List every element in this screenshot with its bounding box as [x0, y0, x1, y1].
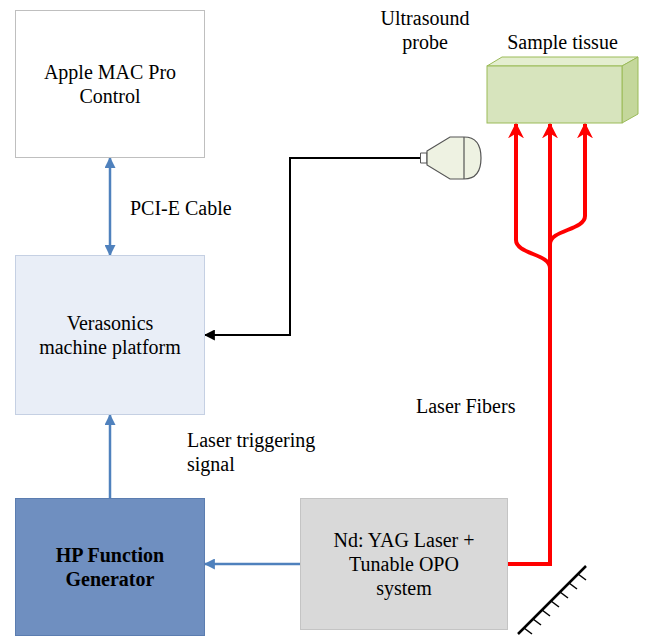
mirror-hatch — [542, 610, 550, 616]
mirror-hatch — [578, 574, 586, 580]
node-text: Nd: YAG Laser + Tunable OPO system — [325, 528, 483, 600]
function-generator-box: HP Function Generator — [15, 498, 205, 636]
signal-label: Laser triggering signal — [185, 428, 349, 476]
node-text: Ultrasound probe — [375, 6, 475, 54]
edge-label: PCI-E Cable — [128, 196, 234, 220]
laser-fiber — [508, 124, 550, 564]
edge-label: Laser Fibers — [414, 394, 517, 418]
tissue-block — [485, 56, 640, 124]
mirror-hatch — [524, 628, 532, 634]
control-box: Apple MAC Pro Control — [15, 10, 205, 158]
probe-symbol — [420, 134, 482, 182]
laser-box: Nd: YAG Laser + Tunable OPO system — [300, 498, 508, 630]
node-text: Verasonics machine platform — [32, 311, 188, 359]
mirror — [518, 566, 586, 634]
platform-box: Verasonics machine platform — [15, 255, 205, 415]
mirror-hatch — [533, 619, 541, 625]
cable-arrow — [109, 158, 112, 255]
mirror-hatch — [569, 583, 577, 589]
node-text: HP Function Generator — [32, 543, 188, 591]
node-text: Apple MAC Pro Control — [34, 60, 186, 108]
ultrasound-probe: Ultrasound probe — [375, 6, 475, 184]
trigger-arrow — [205, 563, 300, 566]
trigger-arrow — [109, 415, 112, 498]
sample-tissue: Sample tissue — [485, 30, 640, 122]
mirror-hatch — [551, 601, 559, 607]
probe-cable — [205, 158, 420, 335]
fiber-branch — [550, 124, 585, 244]
mirror-surface — [518, 566, 586, 634]
mirror-hatch — [560, 592, 568, 598]
node-text: Sample tissue — [485, 30, 640, 54]
fiber-branch — [516, 124, 550, 268]
